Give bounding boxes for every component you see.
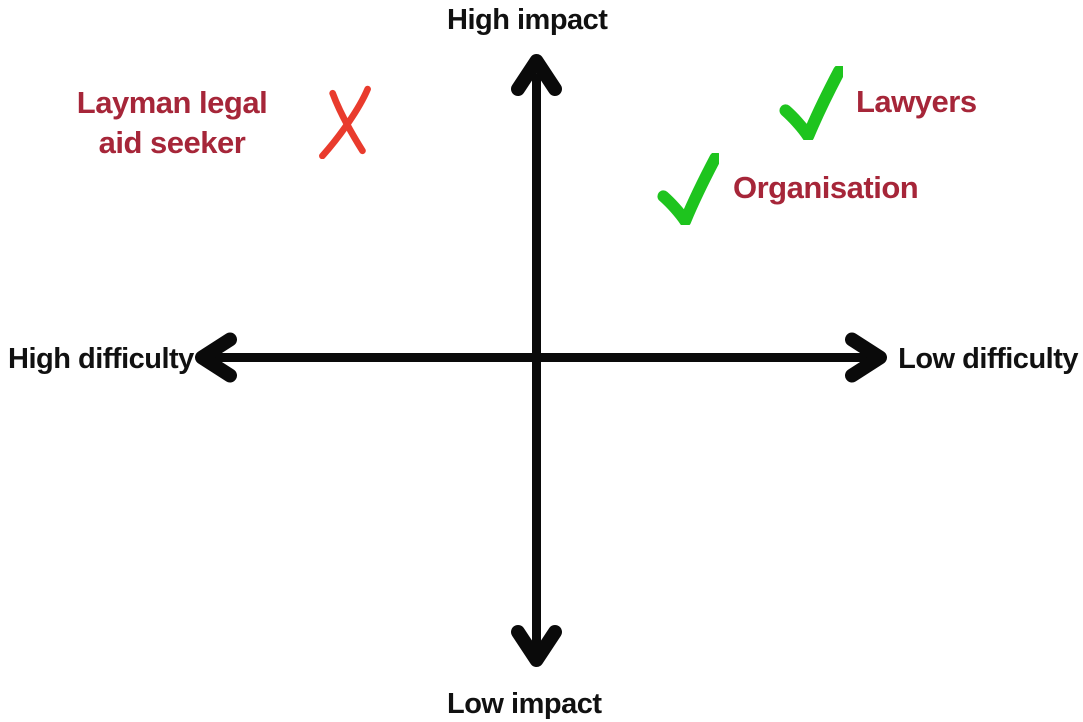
arrow-down-icon <box>511 625 562 667</box>
item-label-organisation: Organisation <box>733 170 919 205</box>
axis-label-high-impact: High impact <box>447 4 608 36</box>
item-label-line-2: aid seeker <box>98 124 246 160</box>
axis-label-high-difficulty: High difficulty <box>8 343 194 375</box>
item-label-line-1: Layman legal <box>76 85 268 120</box>
arrow-left-icon <box>195 332 237 383</box>
arrow-right-icon <box>845 332 887 383</box>
axis-label-low-difficulty: Low difficulty <box>898 343 1078 375</box>
arrow-up-icon <box>511 54 562 96</box>
item-label-layman-legal-aid-seeker: Layman legal aid seeker <box>26 83 318 162</box>
x-mark-icon <box>319 85 371 159</box>
check-mark-icon <box>657 153 719 225</box>
check-mark-icon <box>779 66 843 140</box>
axis-label-low-impact: Low impact <box>447 688 602 720</box>
item-label-lawyers: Lawyers <box>856 84 977 119</box>
